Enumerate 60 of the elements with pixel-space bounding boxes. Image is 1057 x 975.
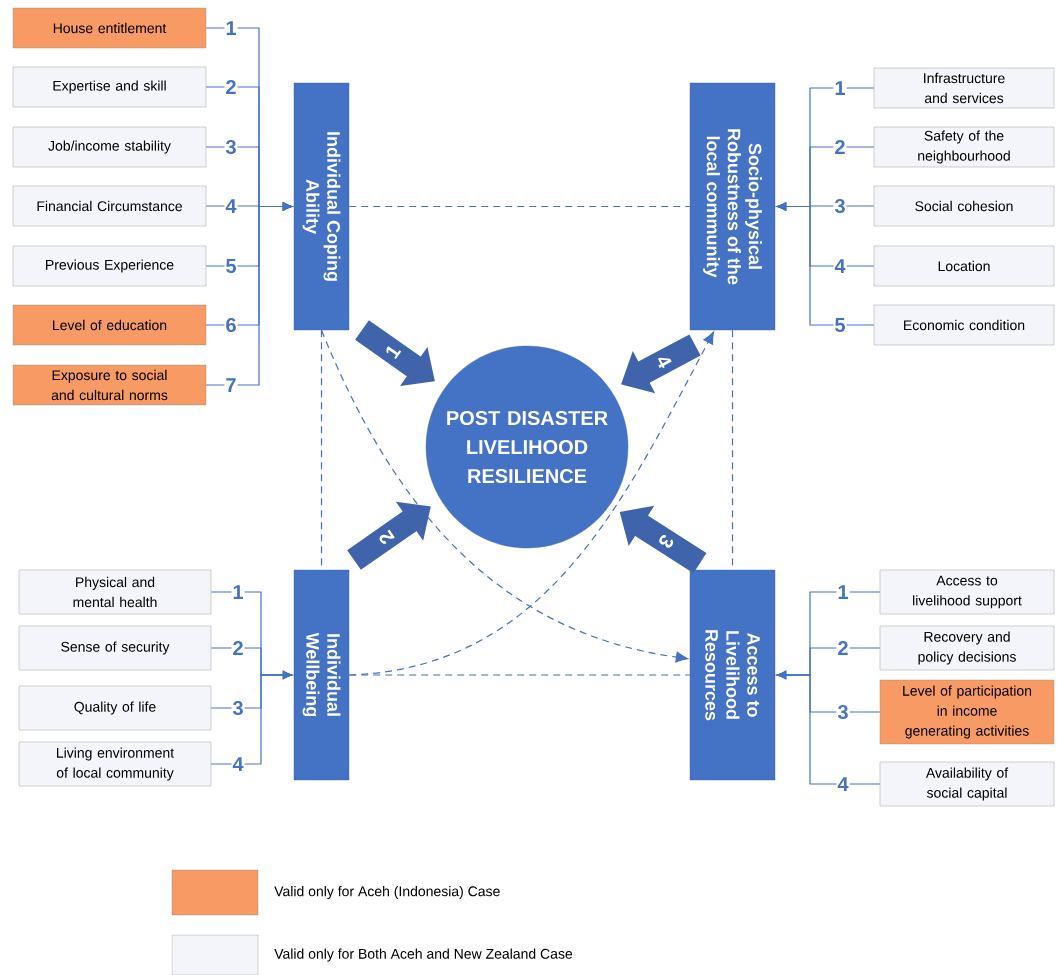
edge-label: 2 [836,640,850,656]
indicator-box: Expertise and skill [12,66,207,108]
arrow-number: 2 [379,529,395,544]
dashed-line [320,329,323,571]
factor-box: Individual Coping Ability [293,82,350,331]
edge-label: 6 [224,316,238,334]
indicator-box: Availability of social capital [879,761,1055,807]
dashed-line [731,329,734,571]
dashed-line [348,205,691,208]
arrow-number: 3 [659,535,674,548]
connector-line [776,202,875,326]
edge-label: 1 [224,20,238,36]
indicator-box: Living environment of local community [18,741,212,787]
indicator-box: House entitlement [12,7,207,49]
edge-label: 5 [833,317,847,333]
legend-text: Valid only for Both Aceh and New Zealand Case [274,948,573,962]
indicator-box: Location [873,245,1055,287]
edge-label: 3 [231,699,245,717]
indicator-box: Level of participation in income generating activities [879,679,1055,745]
edge-label: 2 [231,640,245,656]
indicator-box: Quality of life [18,685,212,731]
edge-label: 2 [224,79,238,95]
indicator-box: Recovery and policy decisions [879,625,1055,671]
edge-label: 4 [833,258,847,274]
connector-line [205,202,293,386]
indicator-box: Exposure to social and cultural norms [12,364,207,406]
connector-line [210,671,293,765]
edge-label: 5 [224,258,238,274]
arrow-number: 1 [386,346,402,360]
block-arrow [347,501,431,570]
indicator-box: Access to livelihood support [879,569,1055,615]
edge-label: 1 [231,584,245,600]
edge-label: 1 [833,80,847,96]
indicator-box: Previous Experience [12,245,207,287]
edge-label: 4 [231,756,245,772]
factor-box: Socio-physical Robustness of the local community [689,82,776,331]
edge-label: 4 [836,776,850,792]
indicator-box: Financial Circumstance [12,185,207,227]
dashed-line [348,331,715,676]
legend-text: Valid only for Aceh (Indonesia) Case [274,886,500,900]
factor-box: Access to Livelihood Resources [689,569,776,781]
indicator-box: Physical and mental health [18,569,212,615]
dashed-line [320,329,689,663]
indicator-box: Level of education [12,304,207,346]
arrow-number: 4 [657,357,672,369]
edge-label: 3 [833,197,847,215]
edge-label: 3 [224,138,238,156]
indicator-box: Job/income stability [12,126,207,168]
indicator-box: Sense of security [18,625,212,671]
indicator-box: Economic condition [873,304,1055,346]
indicator-box: Infrastructure and services [873,67,1055,109]
factor-box: Individual Wellbeing [293,569,350,781]
edge-label: 7 [224,377,238,393]
edge-label: 2 [833,139,847,155]
edge-label: 4 [224,198,238,214]
indicator-box: Safety of the neighbourhood [873,126,1055,168]
edge-label: 1 [836,584,850,600]
connector-line [776,671,881,785]
edge-label: 3 [836,703,850,721]
indicator-box: Social cohesion [873,185,1055,227]
